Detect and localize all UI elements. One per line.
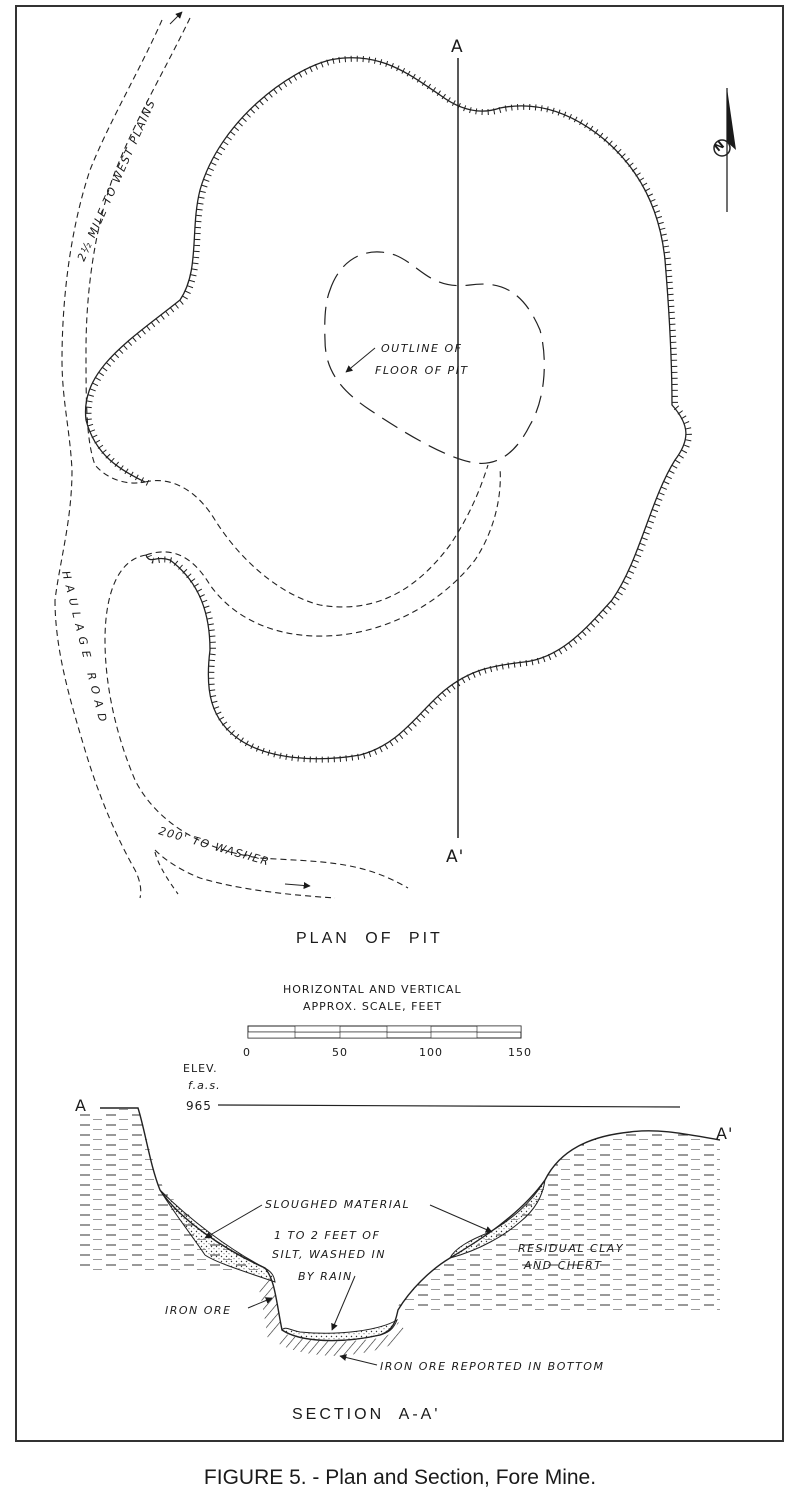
scale-bar xyxy=(247,1025,522,1039)
scale-tick-100: 100 xyxy=(419,1046,443,1059)
washer-label: 200' TO WASHER xyxy=(157,824,271,868)
section-mark-a-bottom: A' xyxy=(446,847,464,867)
washer-arrow xyxy=(284,882,311,889)
figure-frame xyxy=(15,5,784,1442)
floor-label-line-1: OUTLINE OF xyxy=(381,342,462,355)
residual-label-1: RESIDUAL CLAY xyxy=(518,1242,624,1255)
iron-bottom-leader xyxy=(339,1354,378,1366)
elevation-label: ELEV. xyxy=(183,1062,218,1075)
plan-title: PLAN OF PIT xyxy=(296,930,443,947)
silt-label-3: BY RAIN xyxy=(298,1270,353,1283)
section-mark-a-left: A xyxy=(75,1096,87,1115)
elevation-value: 965 xyxy=(186,1099,212,1113)
road-west-plains-label: 2½ MILE TO WEST PLAINS xyxy=(75,97,159,263)
sloughed-leader-left xyxy=(204,1204,263,1239)
floor-label-leader xyxy=(345,347,376,373)
pit-outline-hachures xyxy=(85,55,692,763)
floor-label-line-2: FLOOR OF PIT xyxy=(375,364,469,377)
figure-caption: FIGURE 5. - Plan and Section, Fore Mine. xyxy=(203,1466,597,1489)
road-west-plains-edge-1 xyxy=(54,19,163,601)
washer-road-edge xyxy=(154,849,336,899)
residual-label-2: AND CHERT xyxy=(523,1259,603,1272)
iron-ore-bottom xyxy=(276,1322,405,1356)
residual-clay-left xyxy=(80,1108,268,1272)
haulage-road-edge-2 xyxy=(104,554,409,889)
pit-floor-outline xyxy=(324,251,545,464)
iron-ore-left xyxy=(258,1272,282,1340)
silt-leader xyxy=(331,1275,356,1331)
road-west-plains-arrow xyxy=(169,11,183,25)
iron-bottom-label: IRON ORE REPORTED IN BOTTOM xyxy=(380,1360,604,1373)
washer-road-edge-2 xyxy=(154,851,179,895)
scale-tick-50: 50 xyxy=(332,1046,348,1059)
sloughed-leader-right xyxy=(429,1204,493,1233)
residual-clay-right xyxy=(395,1131,720,1310)
north-arrow-icon xyxy=(713,88,736,212)
iron-ore-leader xyxy=(247,1297,273,1309)
section-title: SECTION A-A' xyxy=(292,1406,440,1423)
elevation-unit: f.a.s. xyxy=(188,1079,221,1092)
ramp-upper xyxy=(144,464,489,608)
scale-title-2: APPROX. SCALE, FEET xyxy=(303,1000,442,1013)
haulage-road-edge-1 xyxy=(54,599,142,899)
scale-tick-0: 0 xyxy=(243,1046,251,1059)
silt-label-1: 1 TO 2 FEET OF xyxy=(274,1229,380,1242)
section-profile xyxy=(100,1107,721,1342)
ramp-lower xyxy=(145,467,501,637)
road-west-plains-edge-2 xyxy=(85,17,191,484)
section-mark-a-top: A xyxy=(451,37,464,57)
iron-ore-label: IRON ORE xyxy=(165,1304,232,1317)
silt-label-2: SILT, WASHED IN xyxy=(272,1248,386,1261)
section-mark-a-right: A' xyxy=(716,1124,733,1143)
scale-title-1: HORIZONTAL AND VERTICAL xyxy=(283,983,462,996)
scale-tick-150: 150 xyxy=(508,1046,532,1059)
elevation-datum-line xyxy=(217,1104,681,1108)
haulage-road-label: HAULAGE ROAD xyxy=(59,570,111,729)
pit-outline xyxy=(84,57,687,760)
sloughed-label: SLOUGHED MATERIAL xyxy=(265,1198,410,1211)
